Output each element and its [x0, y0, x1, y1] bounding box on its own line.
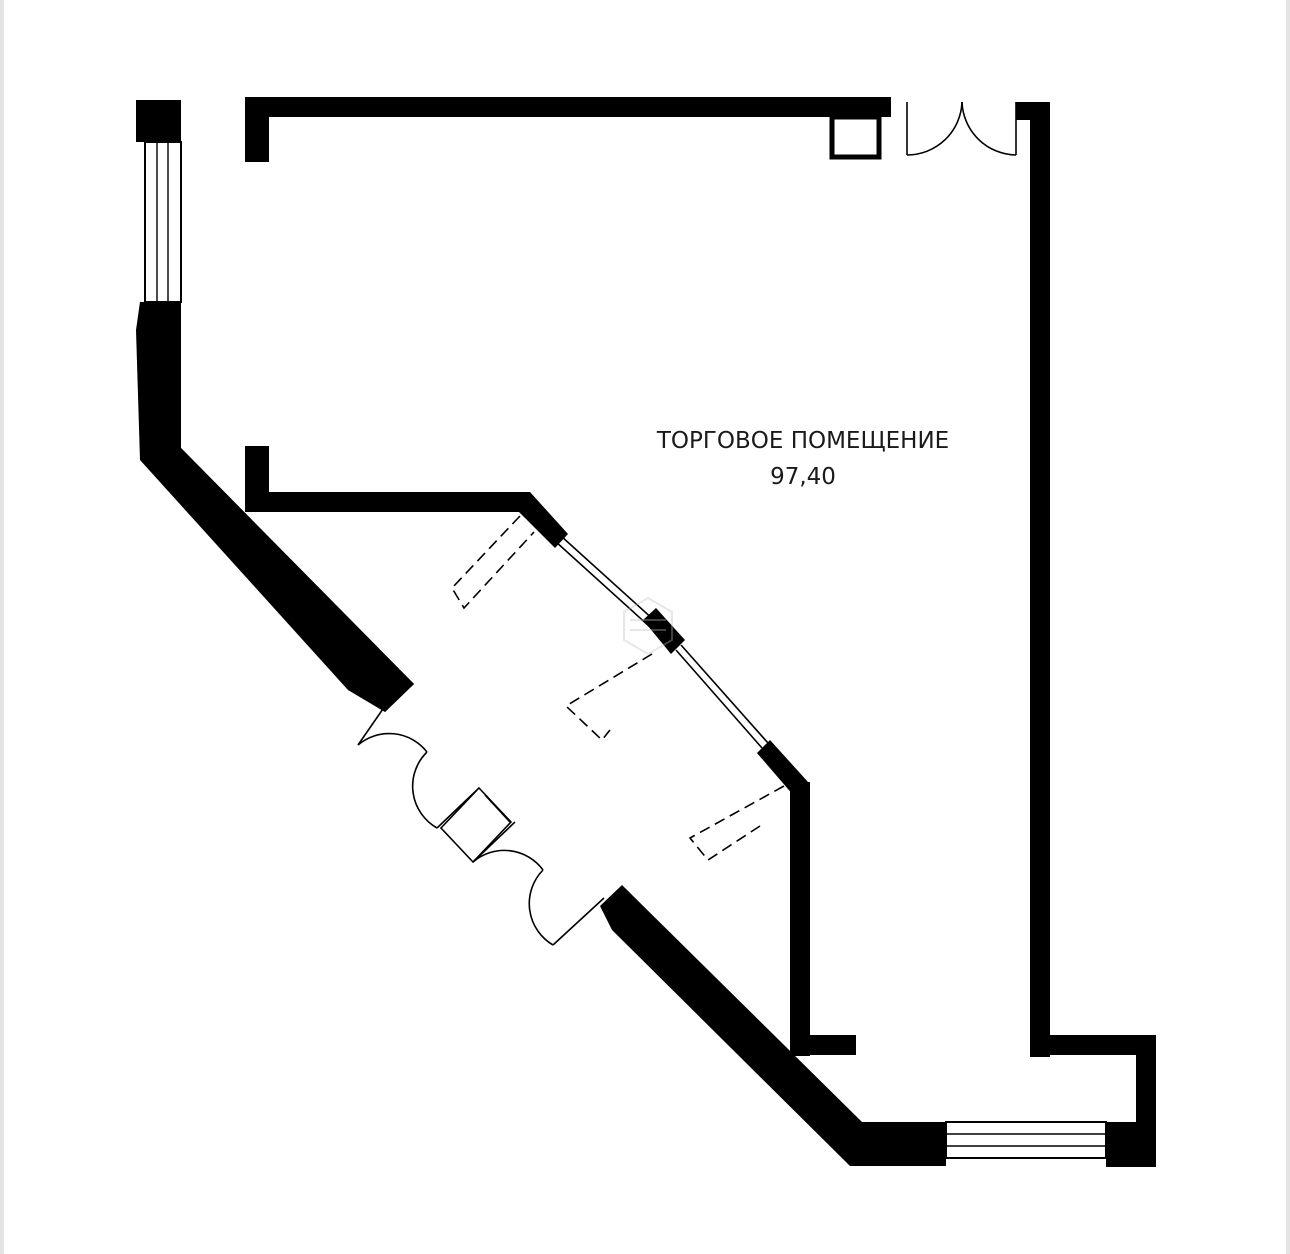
bottom-diagonal-wall	[600, 885, 946, 1166]
glazed-partition	[554, 535, 769, 749]
left-window	[144, 141, 182, 303]
top-right-door	[906, 101, 1017, 156]
inner-partition	[245, 446, 856, 1056]
column-box	[829, 114, 882, 160]
bottom-window	[945, 1121, 1107, 1159]
entrance-doors	[357, 705, 605, 946]
top-wall	[136, 97, 1050, 162]
right-wall	[1030, 102, 1156, 1167]
dashed-marks	[451, 515, 785, 862]
left-wall	[136, 302, 414, 712]
room-area: 97,40	[770, 464, 836, 490]
room-name: ТОРГОВОЕ ПОМЕЩЕНИЕ	[656, 428, 949, 454]
watermark-logo	[623, 596, 673, 656]
